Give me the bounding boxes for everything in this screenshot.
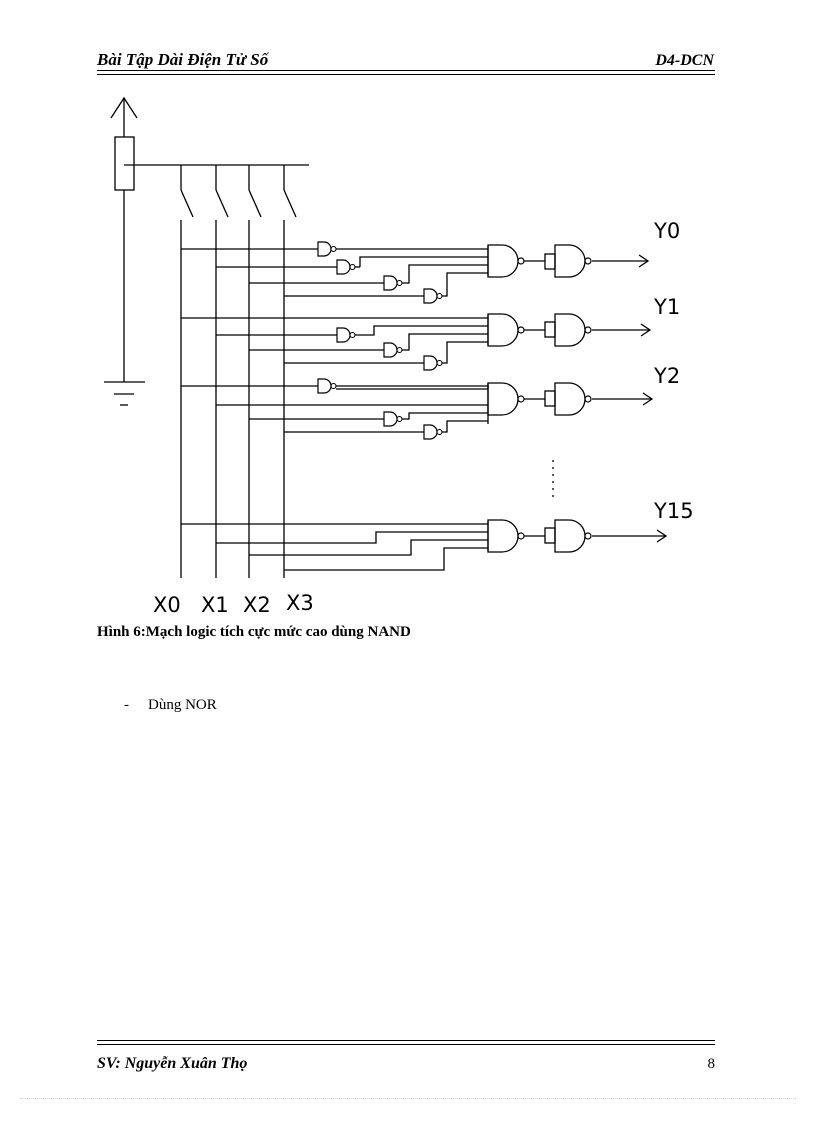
output-label-y2: Y2 bbox=[653, 364, 680, 388]
output-label-y1: Y1 bbox=[653, 295, 680, 319]
page-bottom-border bbox=[20, 1098, 796, 1099]
header-title: Bài Tập Dài Điện Tử Số bbox=[97, 50, 269, 69]
output-label-y0: Y0 bbox=[653, 219, 680, 243]
bullet-dash: - bbox=[124, 697, 129, 713]
input-bus bbox=[180, 220, 285, 578]
header-rule bbox=[97, 70, 715, 71]
decoder-circuit-diagram: Y0 Y1 Y2 Y15 X0 X1 X2 X3 bbox=[104, 96, 694, 617]
input-label-x0: X0 bbox=[153, 593, 181, 617]
footer-rule bbox=[97, 1044, 715, 1045]
decoder-group-y1 bbox=[181, 317, 488, 364]
inverters bbox=[317, 241, 443, 440]
pull-up-resistor bbox=[114, 136, 135, 191]
footer-author: SV: Nguyễn Xuân Thọ bbox=[97, 1055, 248, 1072]
input-label-x2: X2 bbox=[243, 593, 271, 617]
header-rule-thin bbox=[97, 74, 715, 75]
decoder-group-y15 bbox=[181, 523, 488, 571]
output-label-y15: Y15 bbox=[653, 499, 694, 523]
footer-rule-thin bbox=[97, 1040, 715, 1041]
bullet-item: - Dùng NOR bbox=[124, 697, 217, 714]
input-label-x1: X1 bbox=[201, 593, 229, 617]
output-nand-gates bbox=[554, 244, 592, 553]
decoder-group-y2 bbox=[181, 385, 489, 433]
decoder-group-y0 bbox=[181, 248, 488, 297]
output-arrows bbox=[592, 254, 668, 543]
nand4-gates bbox=[487, 244, 525, 553]
bullet-text: Dùng NOR bbox=[148, 697, 217, 713]
input-label-x3: X3 bbox=[286, 591, 314, 615]
header-code: D4-DCN bbox=[655, 52, 714, 69]
page-number: 8 bbox=[707, 1056, 716, 1072]
figure-caption: Hình 6:Mạch logic tích cực mức cao dùng … bbox=[97, 624, 411, 640]
switches bbox=[180, 165, 297, 218]
ground-icon bbox=[104, 381, 145, 406]
